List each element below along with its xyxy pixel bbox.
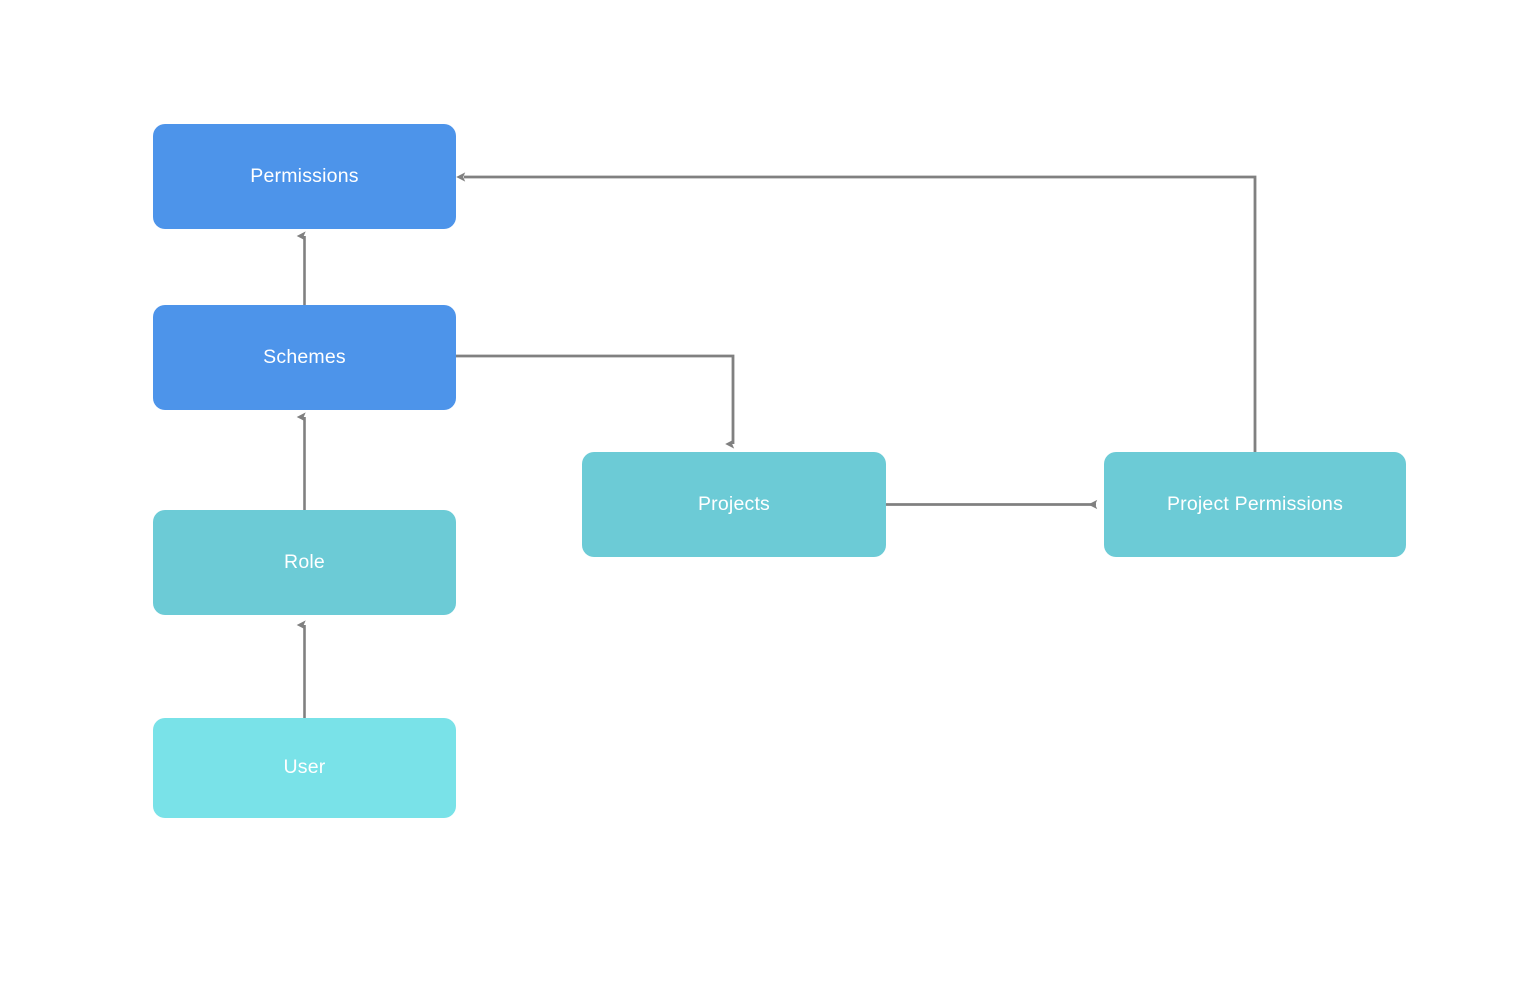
node-project-permissions-label: Project Permissions (1166, 492, 1344, 515)
node-user[interactable]: User (153, 718, 456, 818)
edge-schemes-to-projects (456, 354, 735, 449)
node-role-label: Role (284, 550, 325, 573)
edge-project-permissions-to-permissions (456, 172, 1257, 452)
node-schemes-label: Schemes (263, 345, 346, 368)
node-projects-label: Projects (697, 492, 771, 515)
node-permissions[interactable]: Permissions (153, 124, 456, 229)
node-role[interactable]: Role (153, 510, 456, 615)
node-projects[interactable]: Projects (582, 452, 886, 557)
node-project-permissions[interactable]: Project Permissions (1104, 452, 1406, 557)
node-schemes[interactable]: Schemes (153, 305, 456, 410)
node-permissions-label: Permissions (250, 164, 359, 187)
node-user-label: User (283, 756, 326, 779)
